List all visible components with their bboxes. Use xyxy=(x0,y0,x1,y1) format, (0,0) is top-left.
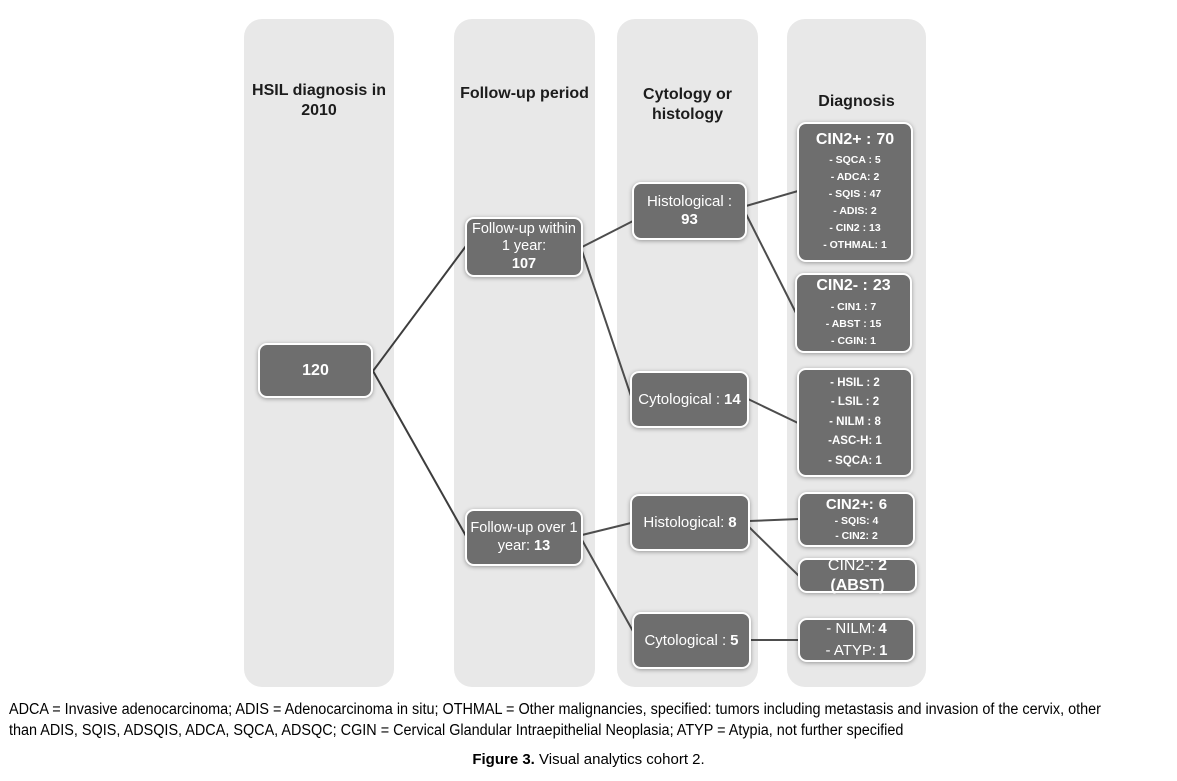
diagnosis-item: - CIN2: 2 xyxy=(835,530,878,543)
flow-node-text: Histological :93 xyxy=(647,193,732,229)
diagnosis-item: - ABST : 15 xyxy=(825,317,882,330)
diagnosis-item: - LSIL : 2 xyxy=(830,396,880,409)
diagnosis-text: CIN2-:2 (ABST) xyxy=(803,556,912,594)
connector-fu-over-to-cyto5 xyxy=(581,539,635,634)
flow-node-value: 14 xyxy=(724,390,741,408)
flow-node-text: Histological:8 xyxy=(643,514,736,532)
diagnosis-item: - CIN1 : 7 xyxy=(830,300,877,313)
diagnosis-node-cin2plus-70: CIN2+ :70 - SQCA : 5 - ADCA: 2 - SQIS : … xyxy=(797,122,913,262)
diagnosis-item: - CGIN: 1 xyxy=(831,334,876,347)
diagnosis-item: - SQIS: 4 xyxy=(834,515,879,528)
diagnosis-title: CIN2- :23 xyxy=(816,276,890,297)
column-header-diagnosis: Diagnosis xyxy=(818,93,895,110)
diagnosis-title-label: CIN2- : xyxy=(816,277,868,295)
flow-node-label: Follow-up over 1 year: xyxy=(470,520,578,554)
flow-node-value: 13 xyxy=(534,537,551,554)
column-cytology-histology xyxy=(617,19,758,687)
diagnosis-item: - HSIL : 2 xyxy=(830,376,880,389)
diagnosis-item-list: - NILM:4 - ATYP:1 xyxy=(826,618,888,662)
diagnosis-node-nilm-atyp: - NILM:4 - ATYP:1 xyxy=(798,618,915,662)
diagnosis-title-value: 70 xyxy=(876,130,895,148)
diagnosis-item-list: - SQIS: 4 - CIN2: 2 xyxy=(835,514,879,544)
connector-hist8-to-cin2minus2 xyxy=(748,526,800,577)
flow-node-value: 93 xyxy=(681,211,698,228)
column-follow-up-period xyxy=(454,19,595,687)
figure-caption-text: Visual analytics cohort 2. xyxy=(539,751,705,768)
connector-hist93-to-cin2plus70 xyxy=(745,190,799,207)
diagnosis-node-cytology-results: - HSIL : 2 - LSIL : 2 - NILM : 8 -ASC-H:… xyxy=(797,368,913,477)
diagnosis-item: -ASC-H: 1 xyxy=(828,435,882,448)
diagnosis-item: - SQIS : 47 xyxy=(828,188,882,201)
diagnosis-node-cin2minus-2: CIN2-:2 (ABST) xyxy=(798,556,917,594)
diagnosis-value: 2 (ABST) xyxy=(830,557,888,594)
flow-node-total-value: 120 xyxy=(302,361,329,379)
diagnosis-item: - SQCA : 5 xyxy=(829,154,881,167)
abbreviation-footnote: ADCA = Invasive adenocarcinoma; ADIS = A… xyxy=(9,699,1101,742)
figure-caption: Figure 3. Visual analytics cohort 2. xyxy=(0,751,1177,768)
column-header-cytology-histology: Cytology or histology xyxy=(643,86,732,123)
diagnosis-label: - NILM: xyxy=(826,620,876,638)
flow-node-text: Follow-up over 1 year:13 xyxy=(470,520,578,555)
flow-node-cytological-5: Cytological :5 xyxy=(632,612,751,669)
connector-cyto14-to-cytology-items xyxy=(747,398,799,424)
flow-node-value: 8 xyxy=(728,513,737,531)
diagnosis-title: CIN2+ :70 xyxy=(816,130,894,151)
flow-node-total: 120 xyxy=(258,343,373,398)
diagnosis-item: - ATYP:1 xyxy=(826,640,888,662)
diagnosis-label: - ATYP: xyxy=(825,642,877,659)
flow-node-follow-up-within: Follow-up within 1 year:107 xyxy=(465,217,583,277)
flow-node-text: Cytological :5 xyxy=(644,632,738,650)
flow-node-label: Histological: xyxy=(643,513,725,531)
connector-root-to-fu-within xyxy=(372,245,467,372)
diagnosis-title-label: CIN2+: xyxy=(825,495,874,513)
connector-fu-within-to-hist93 xyxy=(581,220,634,248)
diagnosis-item-list: - SQCA : 5 - ADCA: 2 - SQIS : 47 - ADIS:… xyxy=(823,152,887,254)
diagnosis-title-value: 6 xyxy=(878,495,888,513)
flow-node-text: Follow-up within 1 year:107 xyxy=(470,221,578,273)
footnote-line: than ADIS, SQIS, ADSQIS, ADCA, SQCA, ADS… xyxy=(9,722,904,740)
diagnosis-value: 4 xyxy=(878,620,887,638)
flow-node-label: Histological : xyxy=(646,193,733,210)
flow-node-text: Cytological :14 xyxy=(638,391,740,409)
diagnosis-title-label: CIN2+ : xyxy=(815,130,872,148)
flow-node-histological-93: Histological :93 xyxy=(632,182,747,240)
diagnosis-item: - CIN2 : 13 xyxy=(829,222,881,235)
figure-caption-prefix: Figure 3. xyxy=(472,751,535,768)
flow-node-value: 5 xyxy=(730,631,739,649)
diagnosis-node-cin2minus-23: CIN2- :23 - CIN1 : 7 - ABST : 15 - CGIN:… xyxy=(795,273,912,353)
diagnosis-item-list: - CIN1 : 7 - ABST : 15 - CGIN: 1 xyxy=(826,299,882,350)
flow-node-label: Cytological : xyxy=(638,390,720,408)
diagnosis-item: - SQCA: 1 xyxy=(828,454,882,467)
connector-fu-within-to-cyto14 xyxy=(581,250,632,397)
flow-node-label: Cytological : xyxy=(644,631,727,649)
flow-node-cytological-14: Cytological :14 xyxy=(630,371,749,428)
diagnosis-title: CIN2+:6 xyxy=(826,495,887,515)
flow-node-follow-up-over: Follow-up over 1 year:13 xyxy=(465,509,583,566)
diagnosis-label: CIN2-: xyxy=(827,557,875,575)
connector-hist93-to-cin2minus23 xyxy=(745,213,797,314)
flow-node-label: Follow-up within 1 year: xyxy=(472,220,576,255)
footnote-line: ADCA = Invasive adenocarcinoma; ADIS = A… xyxy=(9,701,1101,718)
connector-hist8-to-cin2plus6 xyxy=(748,518,800,522)
connector-root-to-fu-over xyxy=(372,370,467,537)
diagnosis-value: 1 xyxy=(879,642,888,659)
diagnosis-node-cin2plus-6: CIN2+:6 - SQIS: 4 - CIN2: 2 xyxy=(798,492,915,547)
diagnosis-title-value: 23 xyxy=(872,277,891,295)
connector-fu-over-to-hist8 xyxy=(581,522,632,536)
diagnosis-item: - NILM:4 xyxy=(826,618,888,640)
flow-node-value: 107 xyxy=(511,255,537,272)
diagnosis-item: - ADCA: 2 xyxy=(830,171,880,184)
diagnosis-item: - ADIS: 2 xyxy=(833,205,877,218)
column-header-hsil-diagnosis: HSIL diagnosis in 2010 xyxy=(252,82,386,119)
diagnosis-item: - OTHMAL: 1 xyxy=(823,239,887,252)
flow-node-histological-8: Histological:8 xyxy=(630,494,750,551)
column-header-follow-up-period: Follow-up period xyxy=(460,85,589,102)
diagnosis-item: - NILM : 8 xyxy=(829,415,881,428)
diagnosis-item-list: - HSIL : 2 - LSIL : 2 - NILM : 8 -ASC-H:… xyxy=(828,374,882,472)
